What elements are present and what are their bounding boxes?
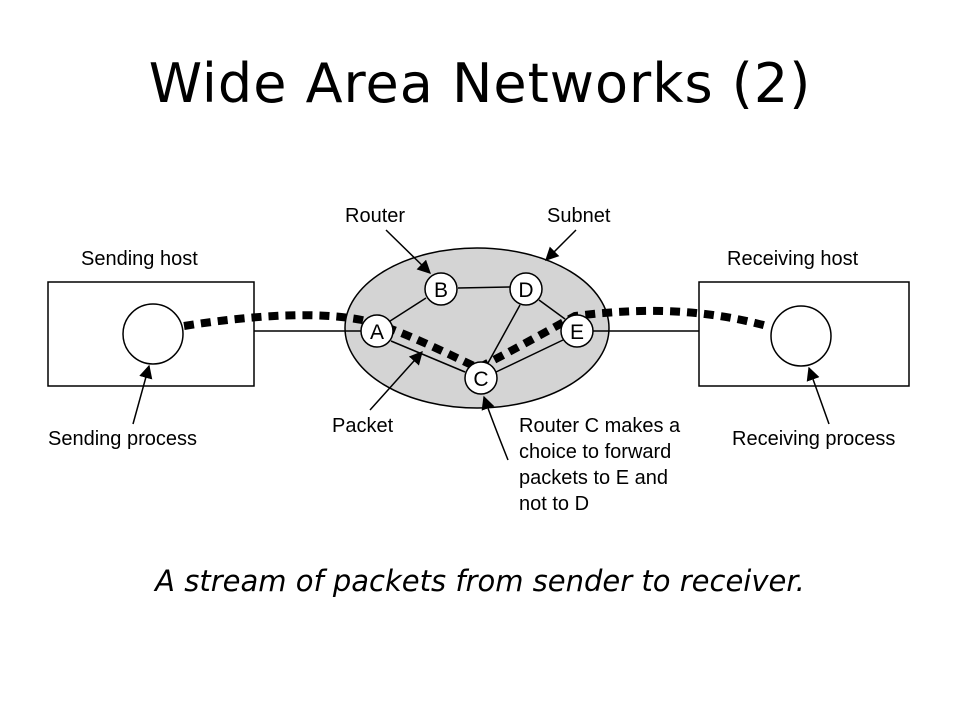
receiving-process-label: Receiving process [732,428,895,450]
router-node-c: C [464,361,498,395]
router-node-d: D [509,272,543,306]
router-c-note-line-4: not to D [519,493,589,515]
arrow-router [385,229,431,274]
arrow-sending-process [132,364,153,425]
arrow-receiving-process [806,366,830,425]
router-c-note-line-2: choice to forward [519,441,671,463]
router-node-d-label: D [518,279,533,302]
sending-host-label: Sending host [81,248,198,270]
router-node-c-label: C [473,368,488,391]
router-node-a: A [360,314,394,348]
link-d-c [487,304,521,364]
link-d-e [538,299,566,320]
packet-label: Packet [332,415,394,437]
router-label: Router [345,205,405,227]
receiving-process-circle [770,305,832,367]
router-c-note-line-1: Router C makes a [519,415,681,437]
router-node-e-label: E [570,321,584,344]
router-node-b-label: B [434,279,448,302]
sending-process-label: Sending process [48,428,197,450]
receiving-host-label: Receiving host [727,248,859,270]
link-a-b [386,297,427,324]
arrow-packet [369,350,423,411]
router-node-a-label: A [370,321,384,344]
router-c-note-line-3: packets to E and [519,467,668,489]
arrow-router-c-note [481,395,509,461]
link-b-d [457,286,511,289]
router-node-b: B [424,272,458,306]
diagram-caption: A stream of packets from sender to recei… [155,564,805,598]
packet-stream-path [183,306,769,373]
slide-title: Wide Area Networks (2) [148,52,812,115]
link-a-c [390,340,466,373]
subnet-label: Subnet [547,205,611,227]
link-c-e [495,339,564,373]
sending-process-circle [122,303,184,365]
subnet-ellipse [344,247,610,409]
router-node-e: E [560,314,594,348]
arrow-subnet [545,229,577,261]
